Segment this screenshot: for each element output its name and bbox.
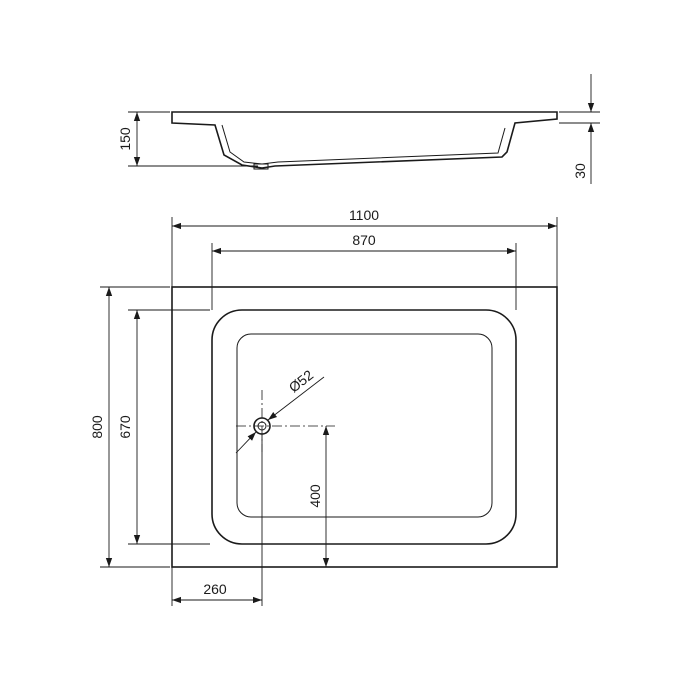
side-view: 150 30 [117, 74, 600, 184]
dim-1100-label: 1100 [349, 207, 379, 223]
side-view-profile [171, 111, 558, 169]
dim-800-label: 800 [89, 415, 105, 439]
dim-260-label: 260 [203, 581, 227, 597]
dim-diameter-leader [267, 376, 325, 421]
dim-670-label: 670 [117, 415, 133, 439]
plan-basin-floor [236, 333, 493, 518]
plan-basin-outer [211, 309, 517, 545]
side-view-drain [253, 163, 269, 170]
dim-diameter-leader-tail [235, 431, 257, 454]
dim-30-label: 30 [572, 163, 588, 179]
dim-diameter-label: Ø52 [286, 366, 317, 395]
plan-outer-rim [171, 286, 558, 568]
plan-view: Ø52 1100 870 800 670 400 260 [89, 207, 558, 606]
dim-400-label: 400 [307, 484, 323, 508]
dim-870-label: 870 [352, 232, 376, 248]
dim-150-label: 150 [117, 127, 133, 151]
